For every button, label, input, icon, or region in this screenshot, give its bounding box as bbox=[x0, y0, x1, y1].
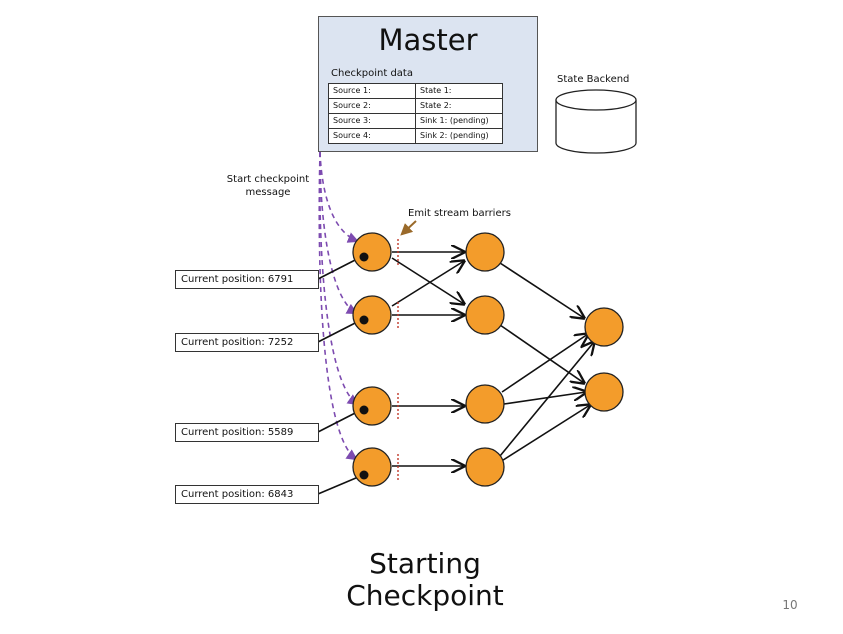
message-arrow-source-3 bbox=[318, 151, 359, 406]
start-checkpoint-label: Start checkpoint message bbox=[226, 174, 310, 198]
position-box-source-4: Current position: 6843 bbox=[175, 485, 319, 504]
operator-nodes bbox=[352, 232, 624, 487]
table-row: Source 4: Sink 2: (pending) bbox=[328, 128, 503, 144]
page-number: 10 bbox=[782, 598, 798, 612]
master-box: Master Checkpoint data Source 1: State 1… bbox=[318, 16, 538, 152]
source-node-1 bbox=[352, 232, 392, 272]
state-backend-cylinder-icon bbox=[555, 89, 637, 154]
master-title: Master bbox=[378, 23, 478, 57]
source-node-2 bbox=[352, 295, 392, 335]
checkpoint-message-arrows bbox=[318, 151, 360, 461]
map-node-4 bbox=[465, 447, 505, 487]
checkpoint-table: Source 1: State 1: Source 2: State 2: So… bbox=[328, 83, 503, 144]
slide-title-line-1: Starting bbox=[369, 547, 481, 580]
emit-barriers-arrow bbox=[400, 220, 417, 236]
message-arrow-source-4 bbox=[318, 151, 358, 461]
map-node-1 bbox=[465, 232, 505, 272]
message-arrow-source-1 bbox=[319, 151, 360, 243]
position-box-source-2: Current position: 7252 bbox=[175, 333, 319, 352]
table-row: Source 3: Sink 1: (pending) bbox=[328, 113, 503, 129]
map-node-3 bbox=[465, 384, 505, 424]
map-node-2 bbox=[465, 295, 505, 335]
slide-title: Starting Checkpoint bbox=[300, 548, 550, 612]
source-node-3 bbox=[352, 386, 392, 426]
table-cell: Sink 2: (pending) bbox=[415, 128, 503, 144]
message-arrow-source-2 bbox=[319, 151, 358, 315]
operator-edges bbox=[391, 252, 594, 466]
table-row: Source 1: State 1: bbox=[328, 83, 503, 99]
sink-node-2 bbox=[584, 372, 624, 412]
emit-barriers-label: Emit stream barriers bbox=[408, 208, 511, 219]
sink-node-1 bbox=[584, 307, 624, 347]
slide-title-line-2: Checkpoint bbox=[346, 579, 504, 612]
state-backend-label: State Backend bbox=[557, 74, 630, 85]
source-node-4 bbox=[352, 447, 392, 487]
position-box-source-3: Current position: 5589 bbox=[175, 423, 319, 442]
checkpoint-data-label: Checkpoint data bbox=[331, 68, 413, 79]
position-box-source-1: Current position: 6791 bbox=[175, 270, 319, 289]
source-position-dots bbox=[359, 252, 369, 480]
